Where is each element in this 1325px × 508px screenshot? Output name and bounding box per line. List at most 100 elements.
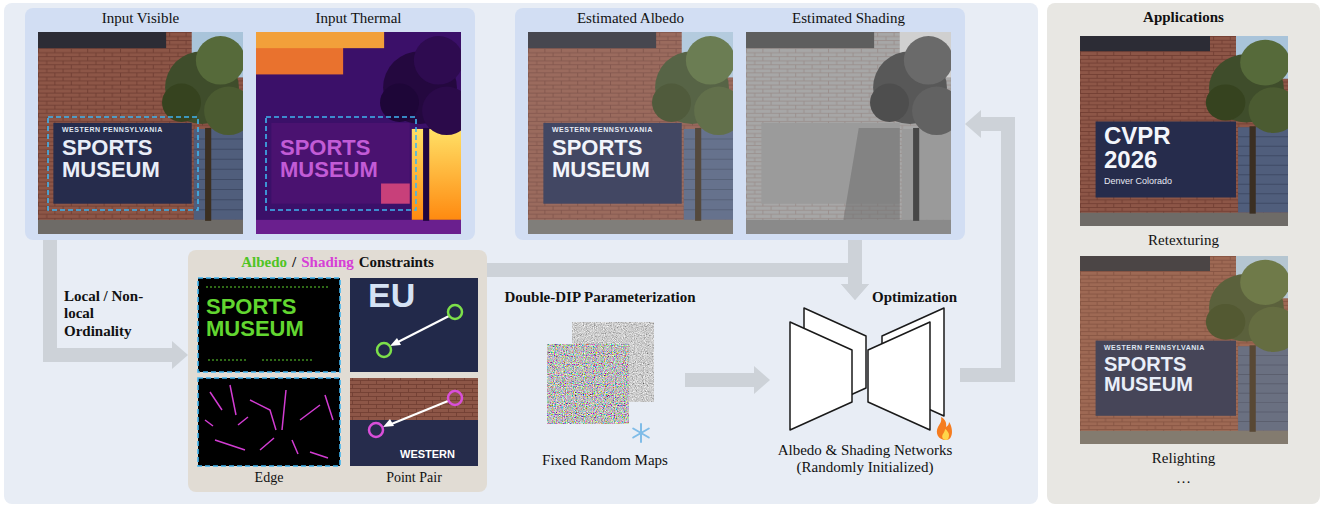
caption: Albedo & Shading Networks (Randomly Init… [770,442,960,477]
albedo-image [528,32,743,234]
sign-text: SPORTS MUSEUM [1104,354,1219,395]
albedo-edge-crop [198,278,340,372]
text-slot: / [292,254,296,271]
arrow-head [754,366,770,394]
input-visible-image [48,117,198,210]
text-slot: SPORTS MUSEUM [62,137,182,182]
text-slot: SPORTS MUSEUM [206,296,331,341]
input-thermal-image [256,32,471,234]
crop-text: WESTERN [400,448,470,460]
sign-text: WESTERN PENNSYLVANIA [1104,344,1234,352]
retexturing-image [1080,36,1298,226]
shading-edge-crop [198,378,340,466]
box-title: / [292,254,296,271]
text-slot: SPORTS MUSEUM [1104,354,1219,395]
text-slot: Constraints [359,254,434,271]
caption: Retexturing [1047,232,1320,249]
text-slot: WESTERN [400,448,470,460]
sign-text: CVPR 2026 [1104,124,1184,172]
text-slot: Local / Non-local Ordinality [64,288,156,340]
text-slot: Edge [198,470,340,486]
text-slot: … [1047,470,1320,487]
input-thermal-image [266,117,416,210]
text-slot: EU [368,278,438,312]
shading-point-pair-crop [350,378,478,420]
text-slot: Fixed Random Maps [525,452,685,469]
text-slot: Point Pair [350,470,478,486]
random-noise-maps [547,344,629,424]
sign-text: SPORTS MUSEUM [552,137,672,182]
section-heading: Double-DIP Parameterization [488,289,712,306]
shading-point-pair-crop [350,378,478,420]
input-visible-image [38,32,253,234]
snowflake-icon [633,424,649,442]
albedo-point-pair-crop [350,278,478,372]
shading-point-pair-crop [389,401,448,425]
text-slot: WESTERN PENNSYLVANIA [62,126,192,134]
text-slot: SPORTS MUSEUM [280,137,400,182]
panel-title: Applications [1047,9,1320,26]
text-slot: Estimated Albedo [528,10,733,27]
shading-point-pair-crop [383,419,394,427]
shading-point-pair-crop [350,420,478,466]
box-title: Albedo [241,254,287,271]
sign-text: WESTERN PENNSYLVANIA [62,126,192,134]
text-slot: Retexturing [1047,232,1320,249]
albedo-edge-crop [206,287,330,360]
albedo-image [528,32,743,234]
text-slot: Applications [1047,9,1320,26]
text-slot: WESTERN PENNSYLVANIA [552,126,682,134]
arrow-head [172,341,188,369]
panel-title: Input Visible [38,10,243,27]
crop-text: EU [368,278,438,312]
shading-point-pair-crop [369,423,383,437]
flow-arrow [960,110,1008,375]
albedo-point-pair-crop [448,305,462,319]
relighting-image [1080,256,1298,444]
text-slot: WESTERN PENNSYLVANIA [1104,344,1234,352]
text-slot: SPORTS MUSEUM [552,137,672,182]
text-slot: Denver Colorado [1104,176,1224,186]
shading-image [746,32,961,234]
text-slot: Shading [301,254,354,271]
sign-text: SPORTS MUSEUM [280,137,400,182]
input-thermal-image [256,32,471,234]
relighting-image [1080,256,1288,444]
albedo-point-pair-crop [396,316,449,343]
shading-point-pair-crop [350,378,478,466]
sign-text: WESTERN PENNSYLVANIA [552,126,682,134]
text-slot: Input Thermal [256,10,461,27]
albedo-point-pair-crop [390,338,401,346]
caption: Fixed Random Maps [525,452,685,469]
albedo-edge-crop [198,278,340,372]
albedo-edge-crop [198,278,340,372]
albedo-image [528,32,733,234]
shading-edge-crop [198,378,340,466]
section-heading: Optimization [872,289,982,306]
caption: Point Pair [350,470,478,486]
text-slot: Estimated Shading [746,10,951,27]
shading-edge-crop [198,378,340,466]
random-noise-maps [547,322,654,424]
flow-arrow [685,366,770,394]
input-visible-image [38,32,253,234]
box-title: Constraints [359,254,434,271]
text-slot: Albedo & Shading Networks (Randomly Init… [770,442,960,477]
edge-map-text: SPORTS MUSEUM [206,296,331,341]
caption: Relighting [1047,450,1320,467]
arrow-band [685,373,754,387]
flame-icon [942,429,949,440]
arrow-band [487,270,855,284]
albedo-point-pair-crop [377,343,391,357]
arrow-band [848,240,862,284]
sign-text: SPORTS MUSEUM [62,137,182,182]
albedo-point-pair-crop [350,278,478,372]
sign-text: Denver Colorado [1104,176,1224,186]
panel-title: Estimated Albedo [528,10,733,27]
caption: Edge [198,470,340,486]
arrow-head [965,110,981,138]
network-icon [790,322,852,430]
relighting-image [1080,256,1298,444]
shading-image [746,32,961,234]
